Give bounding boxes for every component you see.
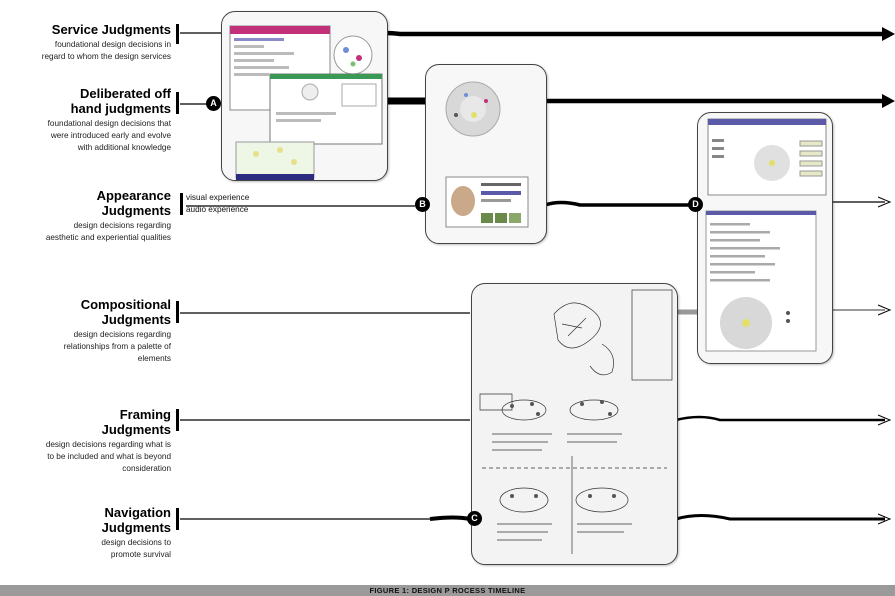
lane-appearance-title: Appearance Judgments xyxy=(96,188,171,218)
lane-compositional-title: Compositional Judgments xyxy=(80,297,171,327)
panel-c-sketches xyxy=(471,283,678,565)
lane-appearance-tick xyxy=(180,193,183,215)
marker-d: D xyxy=(688,197,703,212)
panel-d-interface xyxy=(697,112,833,364)
lane-compositional-desc: design decisions regarding relationships… xyxy=(63,330,171,363)
figure-caption: FIGURE 1: DESIGN P ROCESS TIMELINE xyxy=(369,586,526,595)
deliberated-arrowhead xyxy=(882,94,895,108)
lane-service-tick xyxy=(176,24,179,44)
lane-service: Service Judgments foundational design de… xyxy=(42,22,171,63)
lane-compositional-tick xyxy=(176,301,179,323)
navigation-arrow xyxy=(877,513,892,525)
lane-service-desc: foundational design decisions in regard … xyxy=(41,40,171,61)
marker-c: C xyxy=(467,511,482,526)
panel-a-screenshots xyxy=(221,11,388,181)
lane-compositional: Compositional Judgments design decisions… xyxy=(64,297,171,365)
panel-b-collage xyxy=(445,81,529,228)
navigation-line-right xyxy=(675,514,885,521)
lane-framing-tick xyxy=(176,409,179,431)
lane-navigation: Navigation Judgments design decisions to… xyxy=(101,505,171,561)
lane-deliberated-desc: foundational design decisions that were … xyxy=(47,119,171,152)
marker-a: A xyxy=(206,96,221,111)
appearance-audio-label: audio experience xyxy=(186,205,249,214)
lane-framing-desc: design decisions regarding what is to be… xyxy=(45,440,171,473)
panel-c-collage xyxy=(479,289,673,554)
lane-service-title: Service Judgments xyxy=(51,22,171,37)
panel-a-collage xyxy=(229,25,383,180)
panel-d-collage xyxy=(705,118,827,352)
panel-b-prototype xyxy=(425,64,547,244)
appearance-arrow xyxy=(877,196,892,208)
marker-b: B xyxy=(415,197,430,212)
lane-appearance-desc: design decisions regarding aesthetic and… xyxy=(45,221,171,242)
lane-deliberated-tick xyxy=(176,92,179,114)
lane-deliberated-title: Deliberated off hand judgments xyxy=(70,86,171,116)
navigation-line-mid xyxy=(429,515,471,521)
lane-appearance: Appearance Judgments design decisions re… xyxy=(46,188,171,244)
lane-navigation-desc: design decisions to promote survival xyxy=(101,538,171,559)
appearance-visual-label: visual experience xyxy=(186,193,250,202)
lane-framing-title: Framing Judgments xyxy=(101,407,171,437)
service-line-bold xyxy=(385,30,885,37)
lane-navigation-tick xyxy=(176,508,179,530)
lane-framing: Framing Judgments design decisions regar… xyxy=(46,407,171,475)
appearance-line-mid xyxy=(544,200,690,207)
footer-bar xyxy=(0,585,895,596)
framing-line-right xyxy=(675,415,885,422)
lane-deliberated: Deliberated off hand judgments foundatio… xyxy=(48,86,171,154)
lane-navigation-title: Navigation Judgments xyxy=(101,505,171,535)
service-arrowhead xyxy=(882,27,895,41)
framing-arrow xyxy=(877,414,892,426)
compositional-arrow xyxy=(877,304,892,316)
